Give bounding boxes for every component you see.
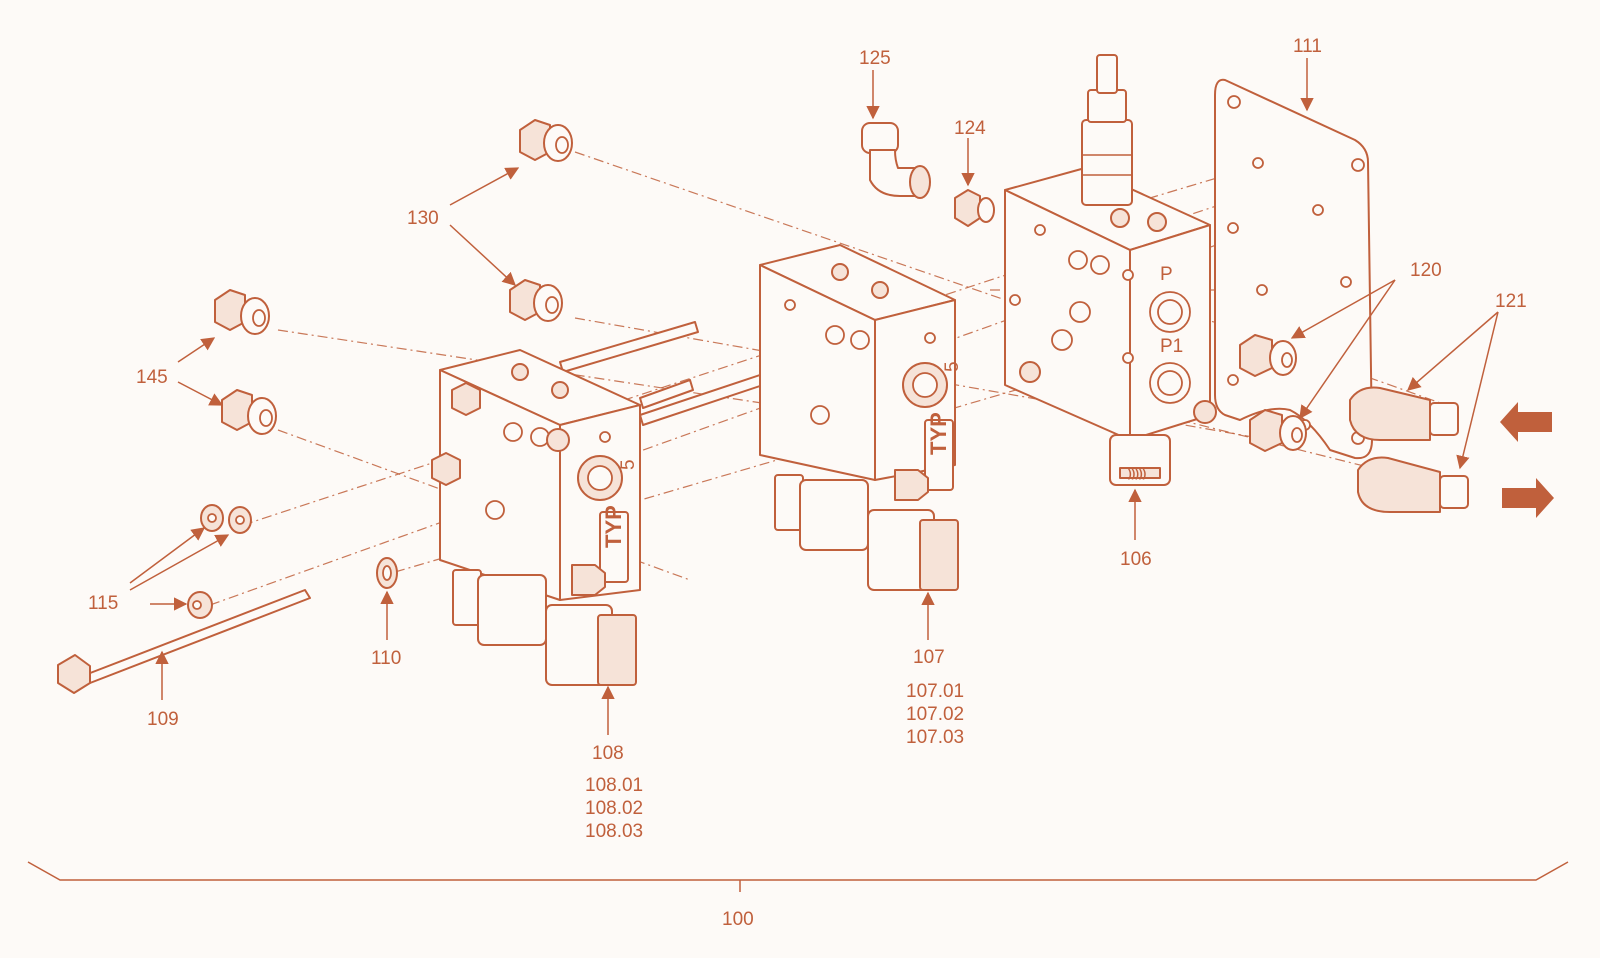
label-125: 125 — [859, 48, 891, 69]
part-labels: 125 124 111 130 145 115 109 110 108 108.… — [88, 36, 1527, 930]
plugs-115 — [187, 504, 252, 619]
port-p-marking: P — [1160, 264, 1173, 285]
label-107-01: 107.01 — [906, 681, 964, 702]
label-145: 145 — [136, 367, 168, 388]
end-plate-111 — [1214, 78, 1373, 460]
label-107-03: 107.03 — [906, 727, 964, 748]
flow-arrow-out-icon — [1502, 478, 1554, 518]
fittings-120 — [1239, 334, 1307, 452]
digit-5-marking-107: 5 — [942, 361, 963, 372]
fittings-130 — [509, 119, 573, 322]
label-111: 111 — [1293, 36, 1322, 57]
label-108-01: 108.01 — [585, 775, 643, 796]
inlet-block-106: ))))) P P1 — [1004, 54, 1217, 486]
label-107-02: 107.02 — [906, 704, 964, 725]
label-110: 110 — [371, 648, 401, 669]
label-124: 124 — [954, 118, 986, 139]
typ-marking-108: TYP — [601, 505, 626, 548]
label-108-03: 108.03 — [585, 821, 643, 842]
assembly-brace-100 — [27, 861, 1569, 892]
fittings-145 — [214, 289, 277, 435]
valve-section-107: TYP 5 — [759, 244, 963, 591]
label-107: 107 — [913, 647, 945, 668]
label-120: 120 — [1410, 260, 1442, 281]
label-108-02: 108.02 — [585, 798, 643, 819]
flow-arrow-in-icon — [1500, 402, 1552, 442]
label-109: 109 — [147, 709, 179, 730]
digit-5-marking-108: 5 — [618, 459, 639, 470]
port-p1-marking: P1 — [1160, 336, 1183, 357]
label-121: 121 — [1495, 291, 1527, 312]
label-108: 108 — [592, 743, 624, 764]
fitting-124 — [954, 189, 995, 227]
label-115: 115 — [88, 593, 118, 614]
typ-marking-107: TYP — [926, 412, 951, 455]
label-130: 130 — [407, 208, 439, 229]
tie-rod-109 — [57, 589, 311, 694]
washer-110 — [376, 557, 398, 589]
valve-section-108: TYP 5 — [431, 349, 641, 686]
label-100: 100 — [722, 909, 754, 930]
elbow-fittings-121 — [1349, 386, 1469, 513]
label-106: 106 — [1120, 549, 1152, 570]
leader-lines — [129, 58, 1499, 735]
svg-text:))))): ))))) — [1128, 468, 1147, 480]
elbow-fitting-125 — [861, 122, 931, 199]
